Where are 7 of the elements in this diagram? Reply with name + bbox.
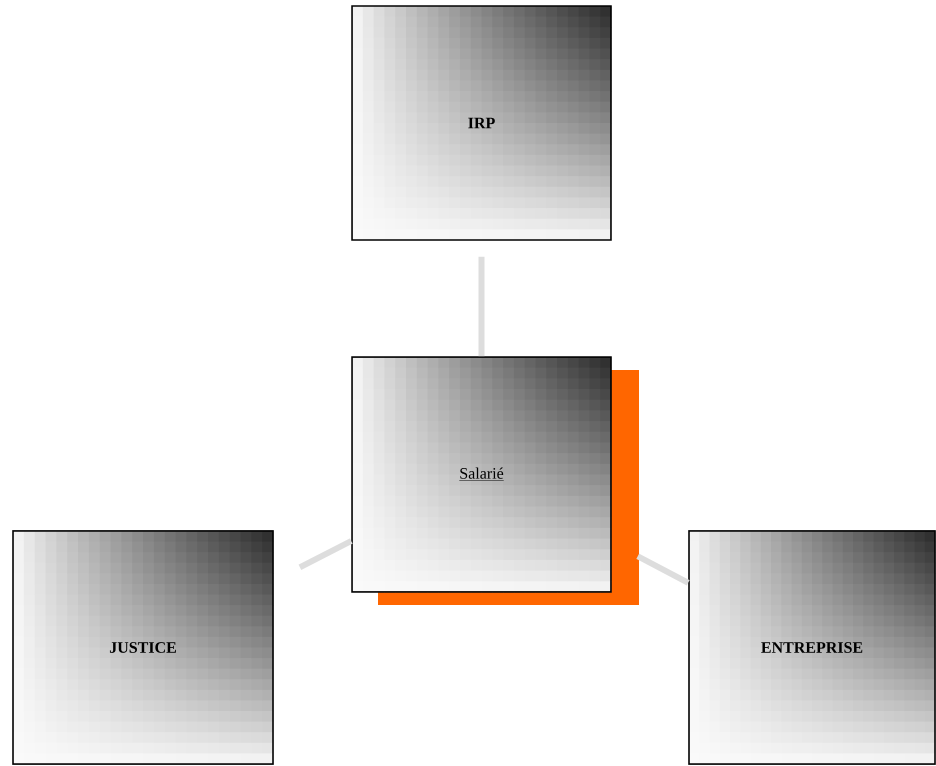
gradient-box: Salarié	[351, 356, 639, 605]
connector-line	[298, 538, 353, 570]
gradient-box: ENTREPRISE	[688, 530, 936, 765]
connector-line	[478, 256, 484, 356]
gradient-box: IRP	[351, 5, 612, 241]
connector-line	[636, 554, 690, 586]
gradient-box: JUSTICE	[12, 530, 274, 765]
